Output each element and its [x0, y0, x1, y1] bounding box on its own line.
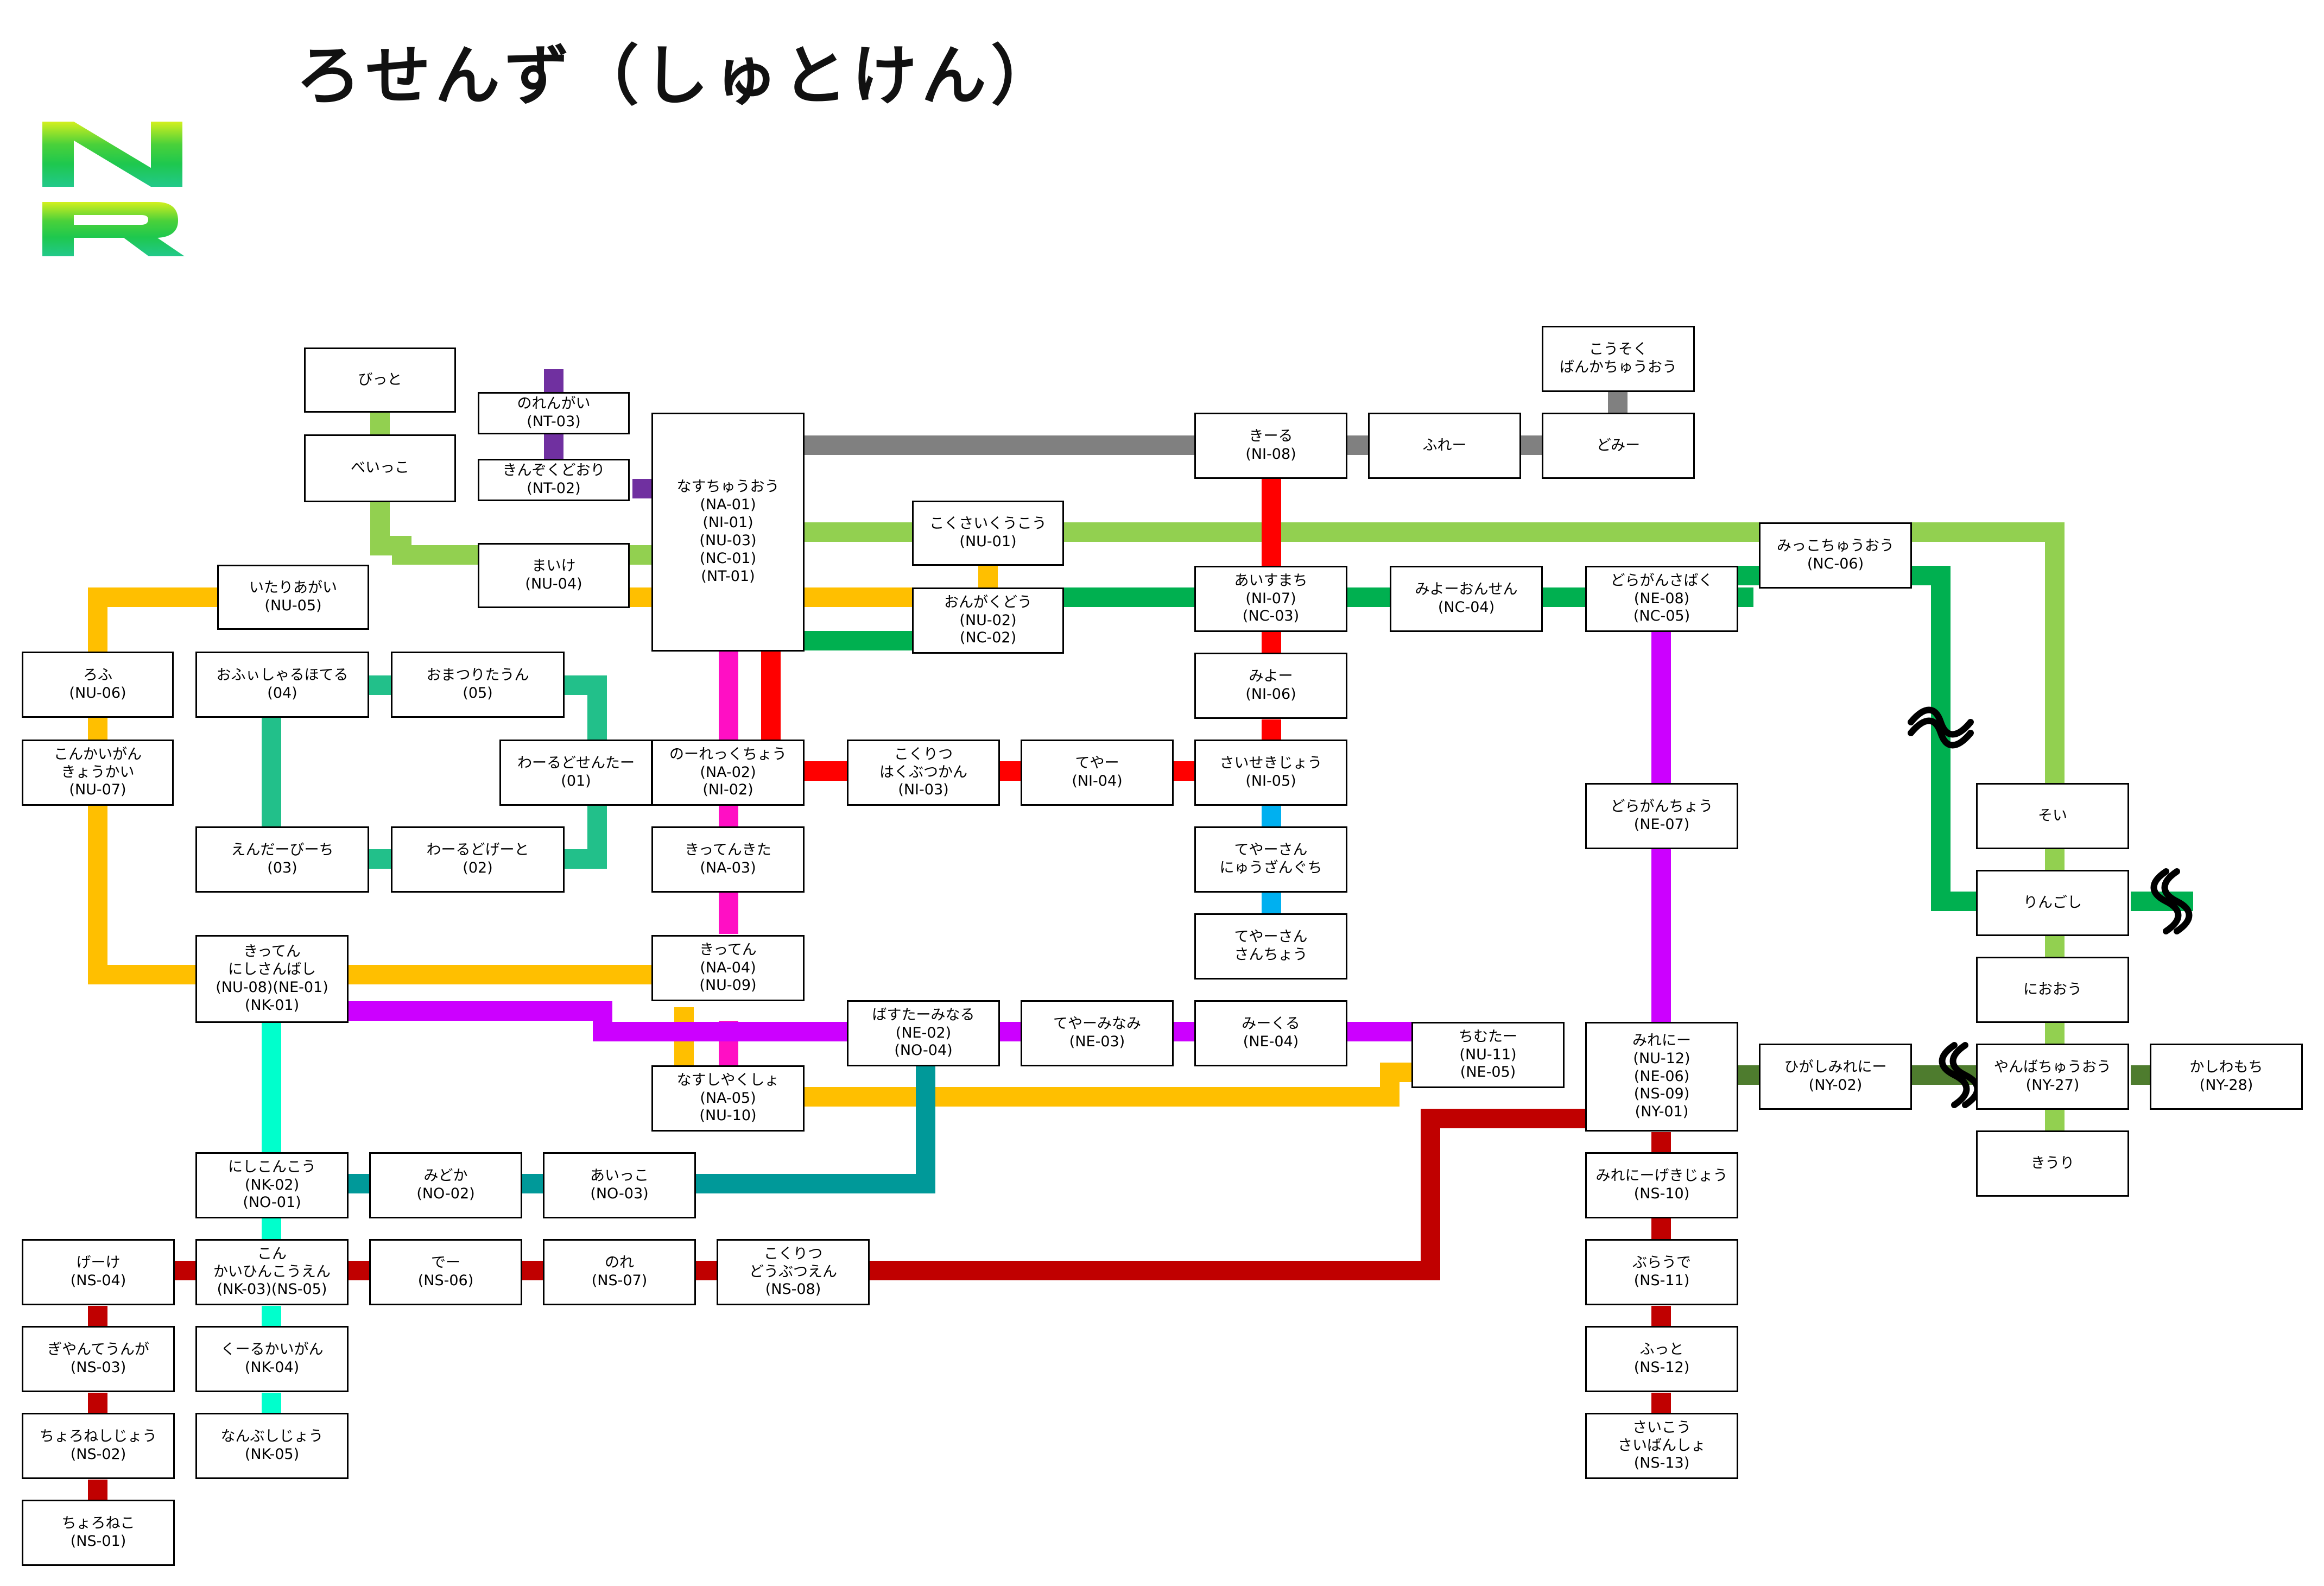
station-kittenkita[interactable]: きってんきた (NA-03) — [651, 826, 805, 893]
station-midoka[interactable]: みどか (NO-02) — [369, 1152, 522, 1218]
line-break-mark — [2161, 868, 2193, 934]
station-teya[interactable]: てやー (NI-04) — [1021, 740, 1174, 806]
station-aikko[interactable]: あいっこ (NO-03) — [543, 1152, 696, 1218]
page-title: ろせんず（しゅとけん） — [296, 39, 1060, 114]
station-noren-kucho[interactable]: のーれっくちょう (NA-02) (NI-02) — [651, 740, 805, 806]
station-nasushiyakusho[interactable]: なすしやくしょ (NA-05) (NU-10) — [651, 1065, 805, 1132]
station-bitto[interactable]: びっと — [304, 347, 456, 413]
station-maike[interactable]: まいけ (NU-04) — [478, 543, 630, 608]
station-ongaku[interactable]: おんがくどう (NU-02) (NC-02) — [912, 587, 1064, 654]
station-burau[interactable]: ぶらうで (NS-11) — [1585, 1239, 1738, 1305]
line-break-mark — [1949, 1042, 1981, 1108]
ns-line-segment — [869, 1109, 1601, 1280]
station-teya-iriguchi[interactable]: てやーさん にゅうざんぐち — [1194, 826, 1347, 893]
station-choroneko[interactable]: ちょろねこ (NS-01) — [22, 1500, 175, 1566]
station-mireni-gekijo[interactable]: みれにーげきじょう (NS-10) — [1585, 1152, 1738, 1218]
station-kurukaigan[interactable]: くーるかいがん (NK-04) — [195, 1326, 349, 1392]
station-rofu[interactable]: ろふ (NU-06) — [22, 652, 174, 718]
hakata-line-segment — [803, 522, 2065, 798]
station-choro-nejo[interactable]: ちょろねしじょう (NS-02) — [22, 1413, 175, 1479]
station-nanbu[interactable]: なんぶしじょう (NK-05) — [195, 1413, 349, 1479]
station-futto[interactable]: ふっと (NS-12) — [1585, 1326, 1738, 1392]
station-kiru[interactable]: きーる (NI-08) — [1194, 413, 1347, 479]
station-saiseki[interactable]: さいせきじょう (NI-05) — [1194, 740, 1347, 806]
station-kon-kaihin[interactable]: こん かいひんこうえん (NK-03)(NS-05) — [195, 1239, 349, 1305]
station-doragan-saba[interactable]: どらがんさばく (NE-08) (NC-05) — [1585, 566, 1738, 632]
station-fure[interactable]: ふれー — [1368, 413, 1521, 479]
station-nasu[interactable]: なすちゅうおう (NA-01) (NI-01) (NU-03) (NC-01) … — [651, 413, 805, 652]
station-endabeach[interactable]: えんだーびーち (03) — [195, 826, 369, 893]
station-world-gate[interactable]: わーるどげーと (02) — [391, 826, 565, 893]
station-official[interactable]: おふぃしゃるほてる (04) — [195, 652, 369, 718]
station-kiuri[interactable]: きうり — [1976, 1130, 2129, 1197]
station-kitten[interactable]: きってん (NA-04) (NU-09) — [651, 935, 805, 1001]
station-de[interactable]: でー (NS-06) — [369, 1239, 522, 1305]
station-saikou[interactable]: さいこう さいばんしょ (NS-13) — [1585, 1413, 1738, 1479]
station-doragan-cho[interactable]: どらがんちょう (NE-07) — [1585, 783, 1738, 849]
station-miyo[interactable]: みよー (NI-06) — [1194, 653, 1347, 719]
station-domi[interactable]: どみー — [1542, 413, 1695, 479]
station-miikuru[interactable]: みーくる (NE-04) — [1194, 1000, 1347, 1066]
loop-line-segment — [565, 804, 607, 869]
station-itari[interactable]: いたりあがい (NU-05) — [217, 565, 369, 630]
line-break-mark — [1908, 706, 1974, 738]
station-soi[interactable]: そい — [1976, 783, 2129, 849]
no-line-segment — [695, 1064, 935, 1193]
station-higashi-mireni[interactable]: ひがしみれにー (NY-02) — [1759, 1044, 1912, 1110]
station-teyaminami[interactable]: てやーみなみ (NE-03) — [1021, 1000, 1174, 1066]
station-norengai[interactable]: のれんがい (NT-03) — [478, 392, 630, 434]
station-kokuritsu-dob[interactable]: こくりつ どうぶつえん (NS-08) — [717, 1239, 870, 1305]
nr-logo — [42, 122, 185, 256]
loop-line-segment — [565, 675, 607, 741]
station-mireni[interactable]: みれにー (NU-12) (NE-06) (NS-09) (NY-01) — [1585, 1022, 1738, 1132]
station-nore[interactable]: のれ (NS-07) — [543, 1239, 696, 1305]
station-kinzoku[interactable]: きんぞくどおり (NT-02) — [478, 459, 630, 501]
station-world-center[interactable]: わーるどせんたー (01) — [499, 740, 653, 806]
line-break-mark — [1908, 717, 1974, 749]
station-nishikon[interactable]: にしこんこう (NK-02) (NO-01) — [195, 1152, 349, 1218]
station-ringoshi[interactable]: りんごし — [1976, 870, 2129, 936]
station-teya-sancho[interactable]: てやーさん さんちょう — [1194, 913, 1347, 980]
station-kokuritsu-haku[interactable]: こくりつ はくぶつかん (NI-03) — [847, 740, 1000, 806]
station-busterminal[interactable]: ばすたーみなる (NE-02) (NO-04) — [847, 1000, 1000, 1066]
station-onio[interactable]: におおう — [1976, 957, 2129, 1023]
station-kokusai[interactable]: こくさいくうこう (NU-01) — [912, 501, 1064, 566]
station-gake[interactable]: げーけ (NS-04) — [22, 1239, 175, 1305]
station-omatsuri[interactable]: おまつりたうん (05) — [391, 652, 565, 718]
nu-line-segment — [803, 1063, 1417, 1107]
station-chimuta[interactable]: ちむたー (NU-11) (NE-05) — [1411, 1022, 1565, 1088]
ne-line-segment — [347, 1001, 850, 1041]
station-beikko[interactable]: べいっこ — [304, 434, 456, 502]
station-kashiwa[interactable]: かしわもち (NY-28) — [2150, 1044, 2303, 1110]
station-kitten-nishi[interactable]: きってん にしさんばし (NU-08)(NE-01) (NK-01) — [195, 935, 349, 1023]
station-aisu[interactable]: あいすまち (NI-07) (NC-03) — [1194, 566, 1347, 632]
station-giyan[interactable]: ぎやんてうんが (NS-03) — [22, 1326, 175, 1392]
station-konkai[interactable]: こんかいがん きょうかい (NU-07) — [22, 740, 174, 806]
line-break-mark — [2150, 868, 2182, 934]
station-miyo-onsen[interactable]: みよーおんせん (NC-04) — [1390, 566, 1543, 632]
station-yanba[interactable]: やんばちゅうおう (NY-27) — [1976, 1044, 2129, 1110]
station-kousoku[interactable]: こうそく ばんかちゅうおう — [1542, 326, 1695, 392]
line-break-mark — [1939, 1042, 1970, 1108]
station-mikko[interactable]: みっこちゅうおう (NC-06) — [1759, 522, 1912, 589]
nc-line-segment — [1737, 566, 1987, 911]
